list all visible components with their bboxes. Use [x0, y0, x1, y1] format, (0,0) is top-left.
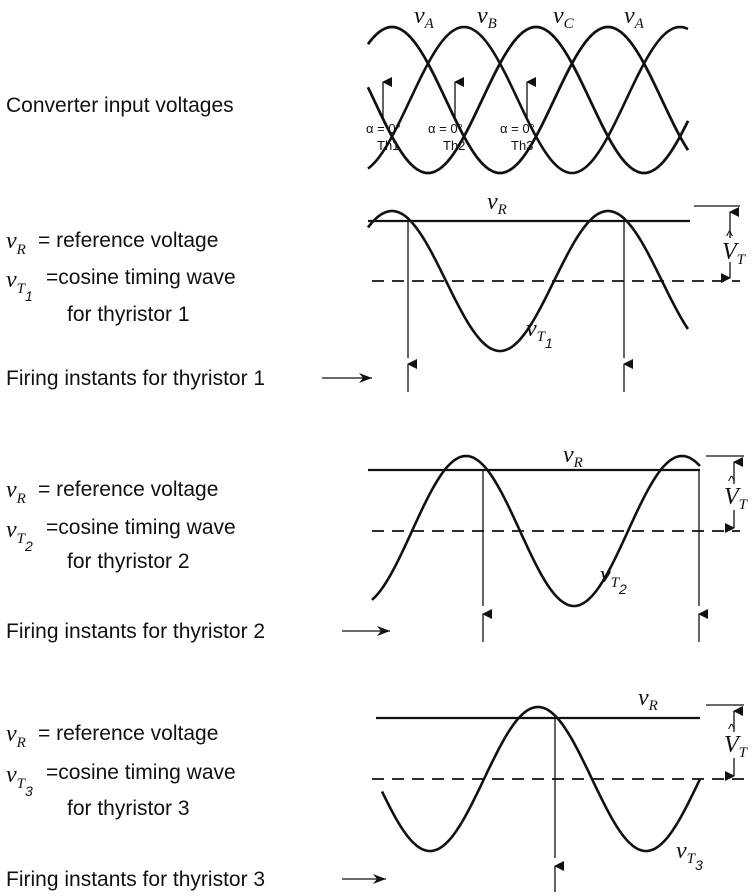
timing-wave-label-2: vT2 [6, 517, 33, 554]
alpha-label-th3: α = 0° [500, 121, 535, 136]
ref-voltage-label-1: vR [6, 228, 26, 258]
firing-label-3: Firing instants for thyristor 3 [6, 868, 265, 891]
amplitude-marker-3: VT ^ [706, 704, 749, 781]
vt-label-3: vT3 [676, 838, 703, 873]
timing-wave-label-1: vT1 [6, 267, 33, 304]
timing-wave-desc-3: =cosine timing wave [46, 761, 236, 784]
timing-wave-desc2-2: for thyristor 2 [67, 550, 190, 573]
phase-a-label: vA [414, 3, 435, 32]
svg-text:^: ^ [726, 228, 733, 245]
svg-text:VT: VT [722, 239, 747, 268]
svg-text:^: ^ [728, 721, 735, 738]
svg-text:^: ^ [728, 473, 735, 490]
svg-text:VT: VT [724, 484, 749, 513]
timing-wave-label-3: vT3 [6, 762, 33, 799]
ref-voltage-desc-1: = reference voltage [38, 229, 218, 252]
amplitude-marker-1: VT ^ [694, 205, 747, 283]
timing-wave-2 [371, 454, 701, 608]
thyristor-1-panel: vR = reference voltage vT1 =cosine timin… [6, 189, 747, 392]
thyristor-3-panel: vR = reference voltage vT3 =cosine timin… [6, 685, 749, 892]
vr-label-3: vR [638, 685, 658, 714]
timing-wave-desc2-3: for thyristor 3 [67, 797, 190, 820]
th1-label: Th1 [377, 138, 399, 153]
timing-wave-desc-2: =cosine timing wave [46, 516, 236, 539]
alpha-label-th2: α = 0° [428, 121, 463, 136]
ref-voltage-label-3: vR [6, 721, 26, 751]
svg-text:VT: VT [724, 732, 749, 761]
vt-label-2: vT2 [600, 562, 627, 597]
vr-label-1: vR [487, 189, 507, 218]
ref-voltage-desc-2: = reference voltage [38, 478, 218, 501]
phase-a2-label: vA [624, 3, 645, 32]
th3-label: Th3 [511, 138, 533, 153]
vr-label-2: vR [563, 442, 583, 471]
three-phase-waves [366, 25, 690, 175]
firing-label-1: Firing instants for thyristor 1 [6, 367, 265, 390]
phase-a-next-wave [366, 25, 690, 175]
ref-voltage-label-2: vR [6, 477, 26, 507]
timing-wave-3 [380, 705, 702, 853]
thyristor-2-panel: vR = reference voltage vT2 =cosine timin… [6, 442, 749, 643]
timing-wave-desc-1: =cosine timing wave [46, 266, 236, 289]
phase-c-label: vC [553, 3, 575, 32]
phase-c-prev-wave [366, 25, 690, 175]
input-voltages-panel: Converter input voltages vA vB vC vA α =… [6, 3, 690, 175]
input-voltages-label: Converter input voltages [6, 94, 234, 117]
vt-label-1: vT1 [526, 316, 553, 351]
phase-b-label: vB [477, 3, 497, 32]
phase-b-wave [367, 25, 689, 175]
alpha-label-th1: α = 0° [366, 121, 401, 136]
ref-voltage-desc-3: = reference voltage [38, 722, 218, 745]
timing-wave-1 [366, 209, 690, 353]
amplitude-marker-2: VT ^ [706, 455, 749, 533]
th2-label: Th2 [443, 138, 465, 153]
firing-label-2: Firing instants for thyristor 2 [6, 620, 265, 643]
timing-wave-desc2-1: for thyristor 1 [67, 303, 190, 326]
